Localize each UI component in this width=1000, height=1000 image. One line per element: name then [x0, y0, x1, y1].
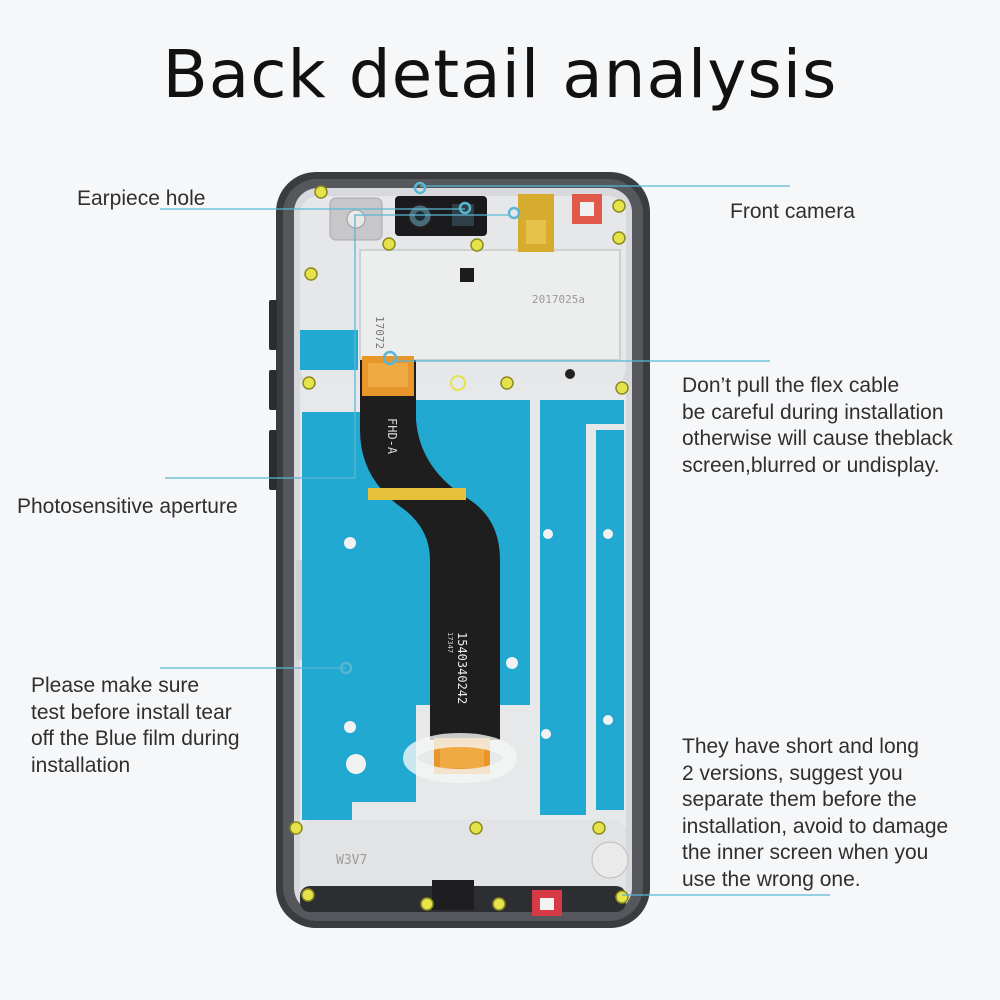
frame-code: 17072 [373, 316, 386, 349]
blue-film-line-3: off the Blue film during [31, 727, 240, 750]
callout-line-photosensitive [165, 214, 508, 479]
flex-cable-line-4: screen,blurred or undisplay. [682, 453, 940, 477]
flex-small-code: 17347 [446, 632, 454, 653]
volume-button [269, 300, 277, 350]
flex-cable-line-2: be careful during installation [682, 400, 944, 424]
label-blue-film: Please make sure test before install tea… [31, 673, 240, 779]
screws-line-2: 2 versions, suggest you [682, 761, 903, 785]
screws-line-3: separate them before the [682, 788, 917, 811]
screws-line-4: installation, avoid to damage [682, 814, 949, 838]
blue-film-line-4: installation [31, 753, 131, 777]
blue-film-line-2: test before install tear [31, 700, 232, 724]
label-front-camera: Front camera [730, 200, 855, 223]
screws [289, 185, 629, 911]
label-flex-cable: Don’t pull the flex cable be careful dur… [682, 373, 953, 479]
callout-lines [160, 185, 830, 896]
label-earpiece-hole: Earpiece hole [77, 187, 206, 210]
label-photosensitive-aperture: Photosensitive aperture [17, 495, 238, 518]
flex-serial: 1540340242 [455, 632, 469, 704]
flex-cable-line-3: otherwise will cause theblack [682, 427, 953, 450]
power-button [269, 370, 277, 410]
frame-code-2: 2017025a [532, 293, 585, 306]
bottom-code: W3V7 [336, 853, 367, 868]
label-screws: They have short and long 2 versions, sug… [682, 734, 948, 893]
flex-cable [360, 360, 500, 740]
screws-line-6: use the wrong one. [682, 867, 861, 891]
callout-markers [339, 181, 521, 675]
page-title: Back detail analysis [162, 36, 838, 113]
blue-film-line-1: Please make sure [31, 674, 200, 697]
screws-line-1: They have short and long [682, 735, 919, 758]
flex-marking-fhd: FHD-A [385, 418, 399, 455]
flex-cable-line-1: Don’t pull the flex cable [682, 374, 900, 397]
screws-line-5: the inner screen when you [682, 841, 929, 864]
